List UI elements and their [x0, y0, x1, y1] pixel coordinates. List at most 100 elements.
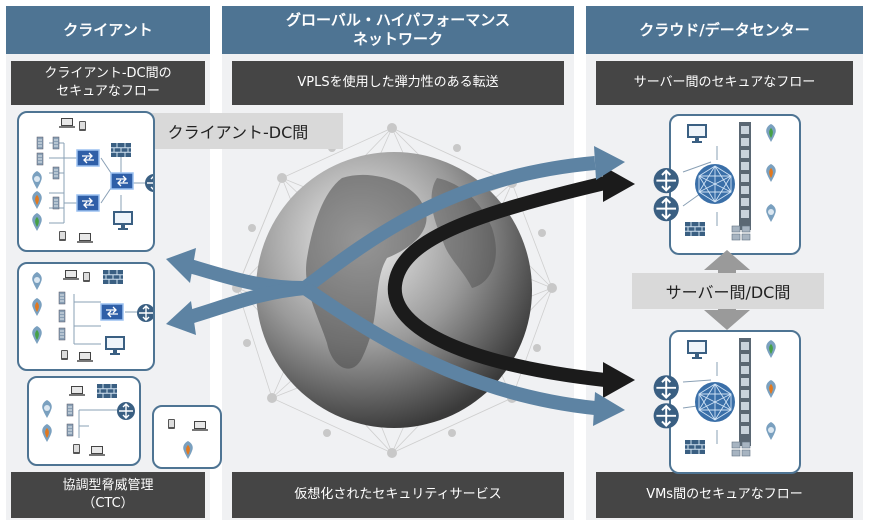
cloud-node-icon	[766, 380, 776, 398]
cloud-header: クラウド/データセンター	[586, 6, 863, 54]
laptop-icon	[63, 270, 79, 280]
cloud-node-icon	[32, 213, 42, 231]
client-cluster-bottom	[27, 376, 141, 466]
cloud-node-icon	[766, 164, 776, 182]
client-cluster-small	[152, 405, 222, 469]
firewall-icon	[684, 221, 706, 237]
client-header-text: クライアント	[63, 20, 153, 39]
server-rack-icon	[739, 122, 751, 230]
cloud-node-icon	[32, 171, 42, 189]
client-bottom-label-line1: 協調型脅威管理	[62, 478, 154, 493]
client-top-label-line1: クライアント-DC間の	[44, 66, 172, 81]
router-icon	[652, 167, 680, 195]
switch-icon	[100, 303, 124, 321]
cloud-top-label: サーバー間のセキュアなフロー	[596, 61, 853, 105]
client-header: クライアント	[6, 6, 210, 54]
server-icon	[52, 166, 60, 180]
monitor-icon	[687, 340, 707, 359]
laptop-icon	[77, 352, 93, 362]
laptop-icon	[192, 421, 208, 431]
laptop-icon	[89, 446, 105, 456]
cloud-node-icon	[766, 124, 776, 142]
laptop-icon	[77, 233, 93, 243]
monitor-icon	[687, 124, 707, 143]
router-icon	[116, 401, 136, 421]
network-top-label-text: VPLSを使用した弾力性のある転送	[297, 75, 499, 90]
cloud-node-icon	[766, 340, 776, 358]
server-icon	[58, 327, 66, 341]
server-dc-tag: サーバー間/DC間	[632, 273, 824, 309]
router-icon	[144, 173, 164, 193]
network-header: グローバル・ハイパフォーマンス ネットワーク	[222, 6, 574, 54]
cloud-node-icon	[32, 326, 42, 344]
cloud-node-icon	[183, 441, 193, 459]
tablet-icon	[168, 419, 175, 429]
tablet-icon	[59, 231, 66, 241]
blue-arrowhead-left-bottom	[166, 301, 196, 335]
monitor-icon	[113, 211, 133, 230]
cloud-node-icon	[32, 298, 42, 316]
client-top-label-line2: セキュアなフロー	[56, 84, 160, 99]
client-bottom-label: 協調型脅威管理 （CTC）	[11, 472, 205, 518]
client-cluster-top	[17, 111, 164, 252]
server-icon	[52, 136, 60, 150]
server-dc-tag-text: サーバー間/DC間	[665, 283, 791, 302]
router-icon	[652, 402, 680, 430]
server-icon	[58, 291, 66, 305]
network-header-line2: ネットワーク	[352, 30, 443, 48]
client-bottom-label-line2: （CTC）	[82, 496, 134, 511]
server-icon	[36, 136, 44, 150]
blue-arrowhead-left-top	[166, 248, 196, 283]
black-arrowhead-bottom	[603, 362, 635, 398]
cloud-header-text: クラウド/データセンター	[639, 20, 810, 39]
switch-icon	[76, 149, 100, 167]
mesh-fabric-icon	[694, 381, 736, 423]
black-flow-curve	[387, 176, 607, 387]
blue-flow-left-lower	[187, 281, 306, 324]
client-dc-tag: クライアント-DC間	[133, 113, 343, 149]
network-header-line1: グローバル・ハイパフォーマンス	[286, 11, 510, 29]
laptop-icon	[59, 118, 75, 128]
cloud-node-icon	[766, 422, 776, 440]
cloud-node-icon	[42, 424, 52, 442]
firewall-icon	[684, 439, 706, 455]
client-top-label: クライアント-DC間の セキュアなフロー	[11, 61, 205, 105]
firewall-icon	[110, 142, 132, 158]
switch-icon	[110, 172, 134, 190]
cloud-node-icon	[42, 400, 52, 418]
server-icon	[58, 309, 66, 323]
phone-icon	[79, 121, 86, 131]
router-icon	[136, 303, 156, 323]
firewall-icon	[102, 269, 124, 285]
phone-icon	[83, 272, 90, 282]
tablet-icon	[73, 444, 80, 454]
blue-flow-lower	[301, 282, 596, 415]
blue-flow-upper	[300, 156, 596, 294]
network-bottom-label-text: 仮想化されたセキュリティサービス	[294, 487, 502, 502]
cloud-node-icon	[32, 191, 42, 209]
cloud-bottom-label-text: VMs間のセキュアなフロー	[646, 487, 803, 502]
switch-icon	[76, 194, 100, 212]
server-icon	[66, 423, 74, 437]
blue-arrowhead-right-bottom	[593, 392, 625, 426]
router-icon	[652, 374, 680, 402]
cloud-node-icon	[766, 204, 776, 222]
monitor-icon	[105, 336, 125, 355]
router-icon	[652, 195, 680, 223]
cloud-bottom-label: VMs間のセキュアなフロー	[596, 472, 853, 518]
mesh-fabric-icon	[694, 163, 736, 205]
cloud-top-label-text: サーバー間のセキュアなフロー	[633, 75, 816, 90]
client-dc-tag-text: クライアント-DC間	[167, 123, 309, 142]
tablet-icon	[61, 350, 68, 360]
firewall-icon	[96, 383, 118, 399]
server-icon	[36, 152, 44, 166]
dc-server-stacks	[731, 225, 751, 457]
network-top-label: VPLSを使用した弾力性のある転送	[232, 61, 564, 105]
client-cluster-middle	[17, 262, 156, 371]
black-arrowhead-top	[603, 166, 635, 202]
cloud-node-icon	[32, 272, 42, 290]
server-icon	[52, 196, 60, 210]
laptop-icon	[69, 386, 85, 396]
blue-arrowhead-right-top	[594, 146, 625, 180]
